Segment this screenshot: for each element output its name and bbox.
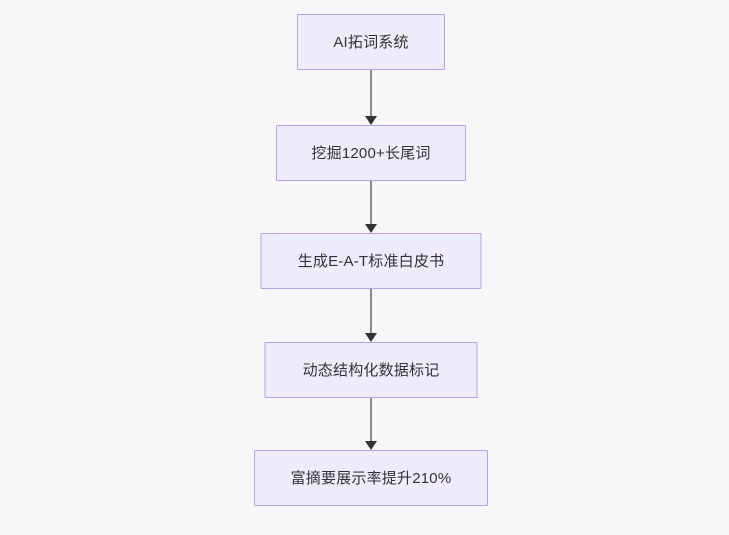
flow-node-n5[interactable]: 富摘要展示率提升210% [254,450,488,506]
flow-edge-n4-n5 [364,398,378,450]
arrow-down-icon [365,224,377,233]
flow-node-label: 动态结构化数据标记 [302,361,440,379]
flow-edge-n1-n2 [364,70,378,125]
arrow-down-icon [365,441,377,450]
flow-node-n4[interactable]: 动态结构化数据标记 [264,342,478,398]
arrow-down-icon [365,116,377,125]
flow-edge-line [370,398,372,442]
flow-node-n1[interactable]: AI拓词系统 [297,14,445,70]
flow-node-label: 富摘要展示率提升210% [290,469,452,487]
arrow-down-icon [365,333,377,342]
flow-node-label: 挖掘1200+长尾词 [311,144,431,162]
flow-node-n3[interactable]: 生成E-A-T标准白皮书 [260,233,482,289]
flow-node-n2[interactable]: 挖掘1200+长尾词 [276,125,466,181]
flow-edge-n2-n3 [364,181,378,233]
flow-edge-n3-n4 [364,289,378,342]
flow-edge-line [370,181,372,225]
flow-node-label: 生成E-A-T标准白皮书 [297,252,445,270]
flow-node-label: AI拓词系统 [333,33,409,51]
flow-edge-line [370,70,372,117]
flow-edge-line [370,289,372,334]
